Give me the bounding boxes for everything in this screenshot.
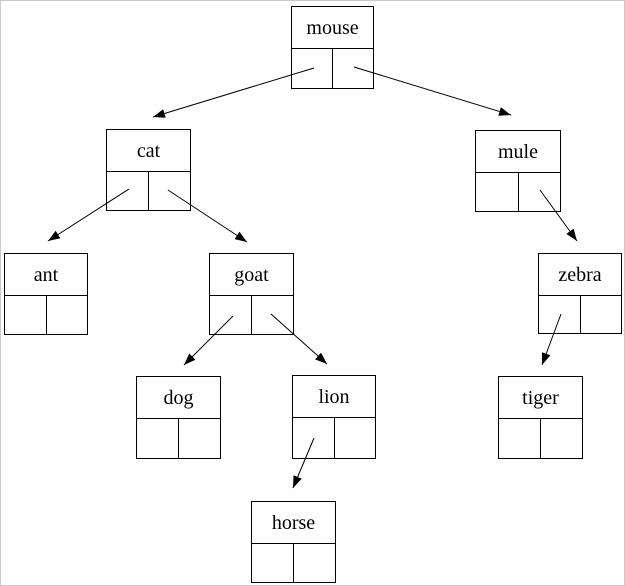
node-right-pointer-cell (581, 296, 622, 333)
node-pointer-cells (210, 296, 293, 334)
edge-mouse-left-to-cat (152, 67, 315, 118)
node-pointer-cells (137, 419, 220, 458)
node-label: zebra (539, 254, 621, 296)
node-right-pointer-cell (333, 49, 373, 88)
node-right-pointer-cell (335, 418, 376, 458)
tree-node-mouse: mouse (291, 6, 374, 89)
node-left-pointer-cell (476, 173, 519, 211)
node-pointer-cells (252, 544, 335, 582)
node-pointer-cells (499, 419, 582, 458)
node-right-pointer-cell (149, 172, 190, 210)
node-label: goat (210, 254, 293, 296)
node-label: cat (107, 130, 190, 172)
node-left-pointer-cell (293, 418, 335, 458)
tree-node-zebra: zebra (538, 253, 622, 334)
node-pointer-cells (539, 296, 621, 333)
node-left-pointer-cell (499, 419, 541, 458)
node-left-pointer-cell (252, 544, 294, 582)
node-pointer-cells (476, 173, 560, 211)
tree-node-lion: lion (292, 375, 376, 459)
node-right-pointer-cell (519, 173, 561, 211)
node-left-pointer-cell (5, 296, 47, 334)
node-label: lion (293, 376, 375, 418)
node-left-pointer-cell (539, 296, 581, 333)
tree-node-horse: horse (251, 501, 336, 583)
node-label: mouse (292, 7, 373, 49)
node-label: mule (476, 131, 560, 173)
node-left-pointer-cell (210, 296, 252, 334)
node-right-pointer-cell (294, 544, 335, 582)
node-label: horse (252, 502, 335, 544)
tree-node-cat: cat (106, 129, 191, 211)
tree-node-goat: goat (209, 253, 294, 335)
node-label: tiger (499, 377, 582, 419)
node-left-pointer-cell (107, 172, 149, 210)
node-pointer-cells (292, 49, 373, 88)
node-left-pointer-cell (292, 49, 333, 88)
node-right-pointer-cell (47, 296, 88, 334)
node-pointer-cells (5, 296, 87, 334)
node-label: ant (5, 254, 87, 296)
tree-node-ant: ant (4, 253, 88, 335)
tree-node-mule: mule (475, 130, 561, 212)
tree-node-tiger: tiger (498, 376, 583, 459)
node-pointer-cells (107, 172, 190, 210)
tree-node-dog: dog (136, 376, 221, 459)
node-left-pointer-cell (137, 419, 179, 458)
node-right-pointer-cell (179, 419, 220, 458)
edge-mouse-right-to-mule (353, 66, 512, 116)
node-label: dog (137, 377, 220, 419)
node-right-pointer-cell (252, 296, 293, 334)
node-pointer-cells (293, 418, 375, 458)
node-right-pointer-cell (541, 419, 582, 458)
